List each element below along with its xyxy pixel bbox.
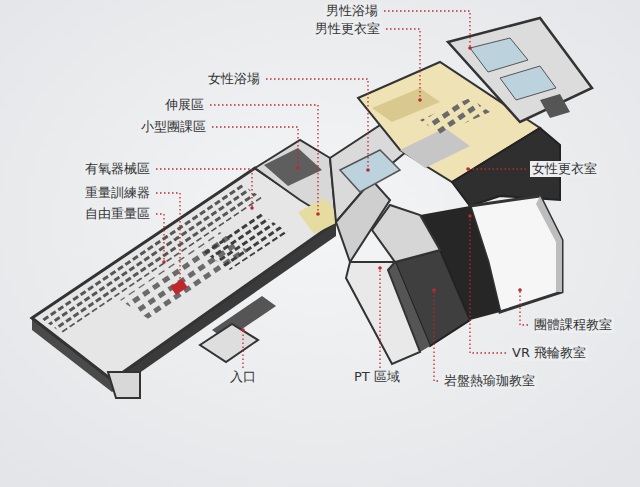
area-label: 自由重量區 (83, 206, 152, 222)
leader-dots (162, 46, 522, 332)
area-label: 男性浴場 (324, 3, 380, 19)
area-label: 有氧器械區 (83, 161, 152, 177)
leader-lines (156, 11, 528, 381)
area-label: 岩盤熱瑜珈教室 (442, 373, 537, 389)
gym-wing (32, 168, 336, 398)
area-label: VR 飛輪教室 (510, 345, 588, 361)
area-label: 團體課程教室 (532, 317, 614, 333)
area-label: 女性浴場 (206, 71, 262, 87)
area-label: 女性更衣室 (530, 161, 599, 177)
area-label: 入口 (228, 369, 258, 385)
area-label: 小型團課區 (139, 119, 208, 135)
area-label: 重量訓練器 (83, 185, 152, 201)
area-label: 男性更衣室 (313, 21, 382, 37)
area-label: 伸展區 (163, 97, 206, 113)
area-label: PT 區域 (352, 369, 402, 385)
